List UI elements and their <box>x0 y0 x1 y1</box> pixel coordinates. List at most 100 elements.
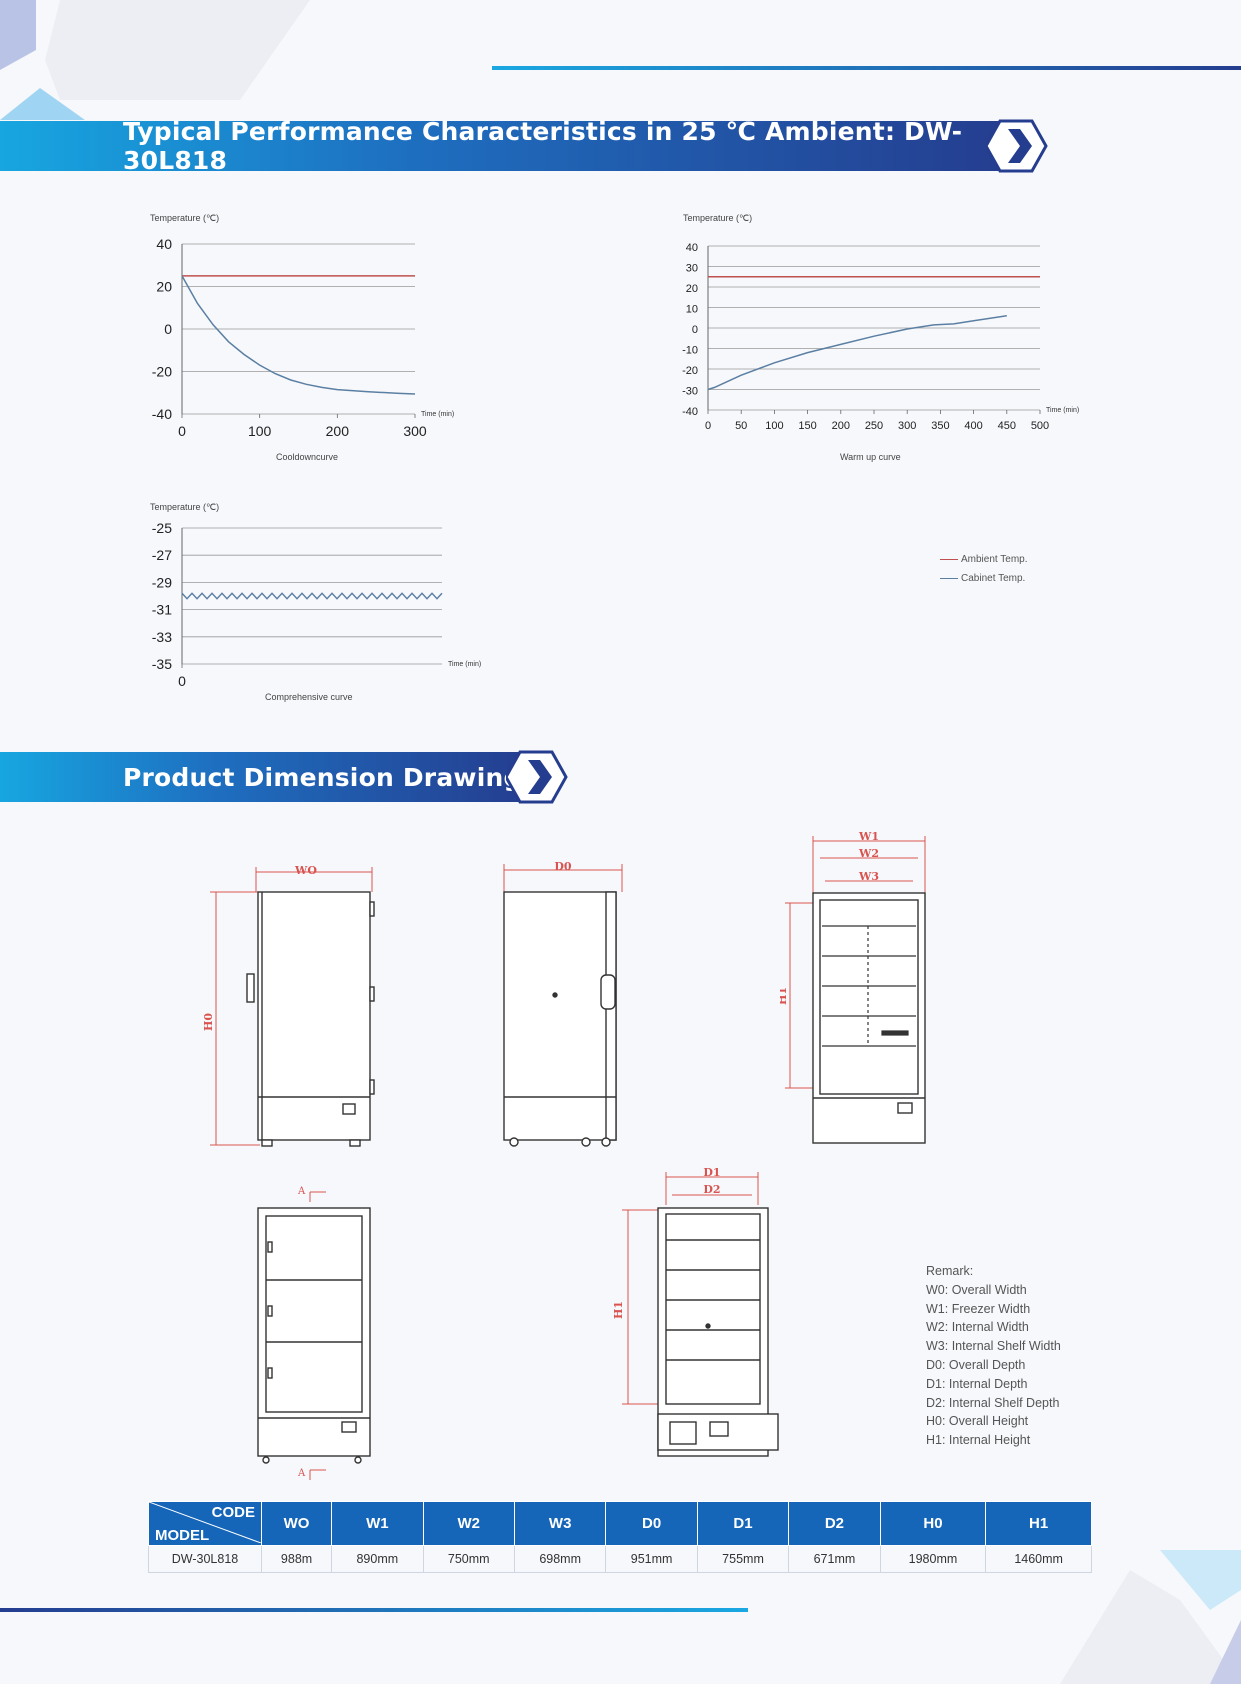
interior-side-drawing: D1 D2 H1 <box>612 1166 779 1457</box>
x-axis-label: Time (min) <box>448 661 481 668</box>
x-tick-label: 450 <box>998 420 1016 432</box>
y-tick-label: -20 <box>682 365 698 377</box>
dim-label-w2: W2 <box>858 847 879 860</box>
front-view-drawing: WO H0 <box>202 864 375 1147</box>
x-tick-label: 100 <box>765 420 783 432</box>
y-tick-label: -31 <box>152 602 172 618</box>
y-tick-label: -33 <box>152 629 172 645</box>
y-tick-label: -35 <box>152 656 172 672</box>
table-header-cell: WO <box>260 1501 333 1546</box>
table-cell: 988m <box>260 1545 333 1573</box>
section-banner-dimension: Product Dimension Drawing <box>0 752 530 802</box>
series-line <box>181 592 443 600</box>
table-header-cell: D0 <box>605 1501 698 1546</box>
table-cell-model: DW-30L818 <box>148 1545 262 1573</box>
corner-model-label: MODEL <box>155 1527 210 1544</box>
chart1-title: Cooldowncurve <box>276 452 339 462</box>
chevron-right-icon <box>986 119 1048 173</box>
x-tick-label: 150 <box>798 420 816 432</box>
x-tick-label: 250 <box>865 420 883 432</box>
table-header-cell: D1 <box>696 1501 790 1546</box>
table-cell: 750mm <box>422 1545 515 1573</box>
x-tick-label: 0 <box>178 673 186 689</box>
x-tick-label: 0 <box>705 420 711 432</box>
chart1-ylabel: Temperature (℃) <box>150 213 220 223</box>
remark-title: Remark: <box>926 1264 974 1278</box>
table-cell: 1460mm <box>985 1545 1092 1573</box>
dim-label-w3: W3 <box>858 870 879 883</box>
x-tick-label: 50 <box>735 420 747 432</box>
legend-item-ambient: Ambient Temp. <box>940 550 1028 569</box>
y-tick-label: -40 <box>152 406 172 422</box>
section-label-a-top: A <box>297 1186 306 1197</box>
table-header-row: CODE MODEL WO W1 W2 W3 D0 D1 D2 H0 H1 <box>148 1501 1092 1546</box>
section-title-dimension: Product Dimension Drawing <box>123 762 522 792</box>
dim-label-d1: D1 <box>703 1166 720 1179</box>
remark-line: W1: Freezer Width <box>926 1301 1031 1316</box>
corner-code-label: CODE <box>211 1504 255 1521</box>
y-tick-label: 30 <box>686 263 698 275</box>
remark-block: Remark: W0: Overall Width W1: Freezer Wi… <box>926 1262 1061 1450</box>
y-tick-label: -27 <box>152 547 172 563</box>
corner-decoration-top-left <box>0 0 310 120</box>
x-tick-label: 0 <box>178 423 186 439</box>
y-tick-label: 20 <box>686 283 698 295</box>
chart2-title: Warm up curve <box>840 452 901 462</box>
table-header-cell: D2 <box>788 1501 881 1546</box>
chart-legend: Ambient Temp. Cabinet Temp. <box>940 550 1028 588</box>
chart3-ylabel: Temperature (℃) <box>150 502 220 512</box>
table-header-cell: W2 <box>422 1501 515 1546</box>
remark-line: D2: Internal Shelf Depth <box>926 1395 1060 1410</box>
series-line <box>707 314 1007 391</box>
table-cell: 1980mm <box>879 1545 987 1573</box>
dim-label-w1: W1 <box>858 830 879 843</box>
remark-line: W2: Internal Width <box>926 1320 1029 1335</box>
y-tick-label: 40 <box>686 242 698 254</box>
interior-front-drawing: W1 W2 W3 H1 <box>780 830 926 1144</box>
x-axis-label: Time (min) <box>1046 407 1079 414</box>
chart2-ylabel: Temperature (℃) <box>683 213 753 223</box>
table-header-cell: H0 <box>879 1501 987 1546</box>
table-corner-header: CODE MODEL <box>148 1501 262 1546</box>
dim-label-h0: H0 <box>202 1013 215 1031</box>
table-cell: 890mm <box>331 1545 424 1573</box>
y-tick-label: 10 <box>686 304 698 316</box>
dim-label-d2: D2 <box>703 1183 720 1196</box>
table-cell: 951mm <box>605 1545 698 1573</box>
side-view-drawing: D0 <box>503 860 623 1147</box>
chevron-right-icon <box>506 750 568 804</box>
door-view-drawing: A A <box>257 1186 371 1480</box>
y-tick-label: -25 <box>152 520 172 536</box>
remark-line: D1: Internal Depth <box>926 1376 1028 1391</box>
x-tick-label: 350 <box>931 420 949 432</box>
section-banner-performance: Typical Performance Characteristics in 2… <box>0 117 1010 175</box>
x-axis-label: Time (min) <box>421 411 454 418</box>
x-tick-label: 400 <box>964 420 982 432</box>
x-tick-label: 100 <box>248 423 272 439</box>
comprehensive-chart: -25 -27 -29 -31 -33 -35 0 Time (min) <box>152 520 481 689</box>
table-header-cell: H1 <box>985 1501 1092 1546</box>
y-tick-label: 20 <box>156 279 172 295</box>
dimension-table: CODE MODEL WO W1 W2 W3 D0 D1 D2 H0 H1 DW… <box>148 1501 1092 1573</box>
top-rule <box>492 66 1241 70</box>
section-title-performance: Typical Performance Characteristics in 2… <box>123 117 963 175</box>
y-tick-label: -29 <box>152 574 172 590</box>
remark-line: D0: Overall Depth <box>926 1357 1026 1372</box>
remark-line: W3: Internal Shelf Width <box>926 1339 1061 1354</box>
x-tick-label: 200 <box>326 423 350 439</box>
remark-line: H1: Internal Height <box>926 1433 1031 1448</box>
x-tick-label: 300 <box>898 420 916 432</box>
chart3-title: Comprehensive curve <box>265 692 353 702</box>
table-cell: 671mm <box>788 1545 881 1573</box>
bottom-rule <box>0 1608 748 1612</box>
section-label-a-bottom: A <box>297 1468 306 1479</box>
corner-decoration-bottom-right <box>1060 1550 1241 1684</box>
legend-item-cabinet: Cabinet Temp. <box>940 569 1028 588</box>
table-header-cell: W3 <box>513 1501 607 1546</box>
table-row: DW-30L818 988m 890mm 750mm 698mm 951mm 7… <box>148 1545 1092 1573</box>
remark-line: H0: Overall Height <box>926 1414 1029 1429</box>
y-tick-label: -10 <box>682 345 698 357</box>
y-tick-label: 40 <box>156 236 172 252</box>
